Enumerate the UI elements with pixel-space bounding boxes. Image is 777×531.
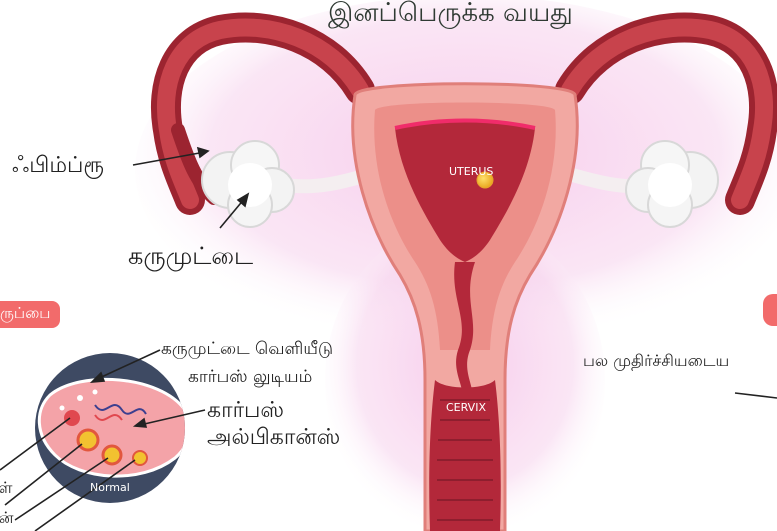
ovary-pill: ருப்பை (0, 301, 60, 328)
ovulation-label: கருமுட்டை வெளியீடு (161, 339, 333, 361)
title: இனப்பெருக்க வயது (328, 0, 573, 31)
ovary-label: கருமுட்டை (128, 242, 253, 273)
corpus-luteum-label: கார்பஸ் லுடியம் (188, 367, 312, 389)
normal-label: Normal (90, 481, 130, 494)
cervix-label: CERVIX (446, 401, 486, 414)
left-cut-text-2: ன் (0, 508, 14, 529)
corpus-albicans-label-2: அல்பிகான்ஸ் (207, 425, 340, 453)
right-partial-pill (763, 294, 777, 326)
right-text: பல முதிர்ச்சியடைய (583, 351, 729, 372)
corpus-albicans-label-1: கார்பஸ் (207, 398, 284, 426)
left-cut-text-1: ள் (0, 478, 12, 499)
uterus-label: UTERUS (449, 165, 493, 178)
fimbriae-label: ஃபிம்ப்ரூ (12, 153, 104, 181)
